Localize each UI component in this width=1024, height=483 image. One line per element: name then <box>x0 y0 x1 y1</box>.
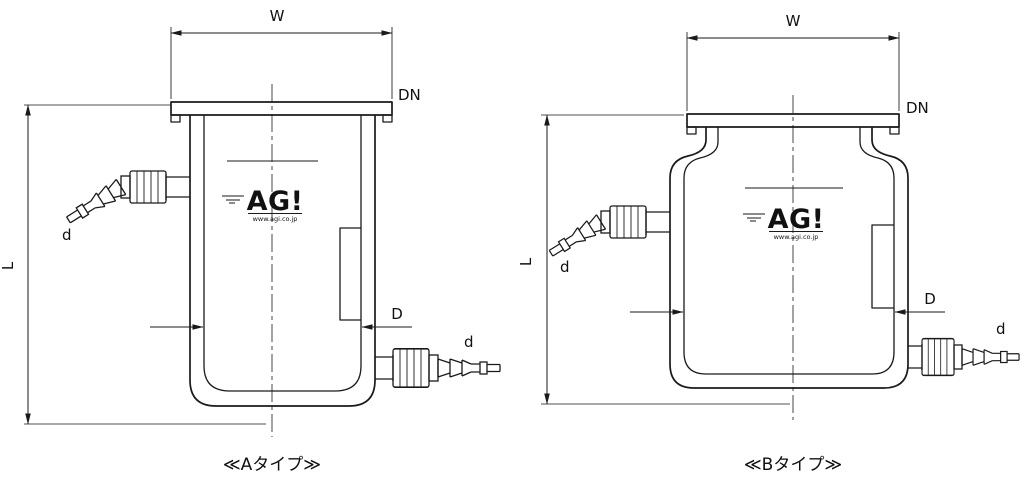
dimension-W: W <box>170 7 393 99</box>
dim-label-height: L <box>0 261 17 270</box>
dim-label-inner-diameter: D <box>924 290 936 308</box>
flange <box>170 101 393 123</box>
vessel-inner-wall <box>203 115 362 392</box>
dim-label-hose-lower: d <box>996 320 1006 338</box>
dimension-L: L <box>0 104 266 425</box>
vessel-outer-wall <box>189 115 376 407</box>
brand-text: AG! <box>768 204 825 235</box>
jacket-inner-bracket <box>871 224 894 309</box>
dim-label-hose-upper: d <box>560 258 570 276</box>
caption-b-type: ≪Bタイプ≫ <box>744 455 842 475</box>
b-type-drawing: AG! www.agi.co.jp W DN <box>517 12 1020 475</box>
vessel-inner-wall <box>683 127 895 375</box>
dimension-D: D <box>630 290 945 315</box>
upper-left-hose-fitting <box>545 205 670 262</box>
dim-label-width: W <box>786 12 801 30</box>
dim-label-hose-upper: d <box>62 226 72 244</box>
a-type-drawing: AG! www.agi.co.jp W DN <box>0 7 501 475</box>
dim-label-flange-size: DN <box>906 99 929 117</box>
brand-text: AG! <box>247 186 304 217</box>
upper-left-hose-fitting <box>63 170 190 229</box>
brand-logo: AG! www.agi.co.jp <box>743 204 824 241</box>
dimension-W: W <box>686 12 900 111</box>
brand-url-text: www.agi.co.jp <box>253 215 298 223</box>
level-symbol-icon <box>743 213 765 222</box>
level-symbol-icon <box>222 195 244 204</box>
brand-logo: AG! www.agi.co.jp <box>222 186 303 223</box>
dim-label-inner-diameter: D <box>391 305 403 323</box>
jacket-inner-bracket <box>339 227 361 321</box>
flange <box>686 113 900 135</box>
dim-label-width: W <box>270 7 285 25</box>
dim-label-height: L <box>517 257 535 266</box>
dimension-D: D <box>150 305 412 330</box>
dimension-L: L <box>517 114 790 405</box>
dim-label-flange-size: DN <box>398 86 421 104</box>
vessel-outer-wall <box>669 127 909 389</box>
dim-label-hose-lower: d <box>464 333 474 351</box>
lower-right-hose-fitting <box>908 337 1020 377</box>
caption-a-type: ≪Aタイプ≫ <box>223 455 321 475</box>
brand-url-text: www.agi.co.jp <box>774 233 819 241</box>
lower-right-hose-fitting <box>375 348 501 388</box>
